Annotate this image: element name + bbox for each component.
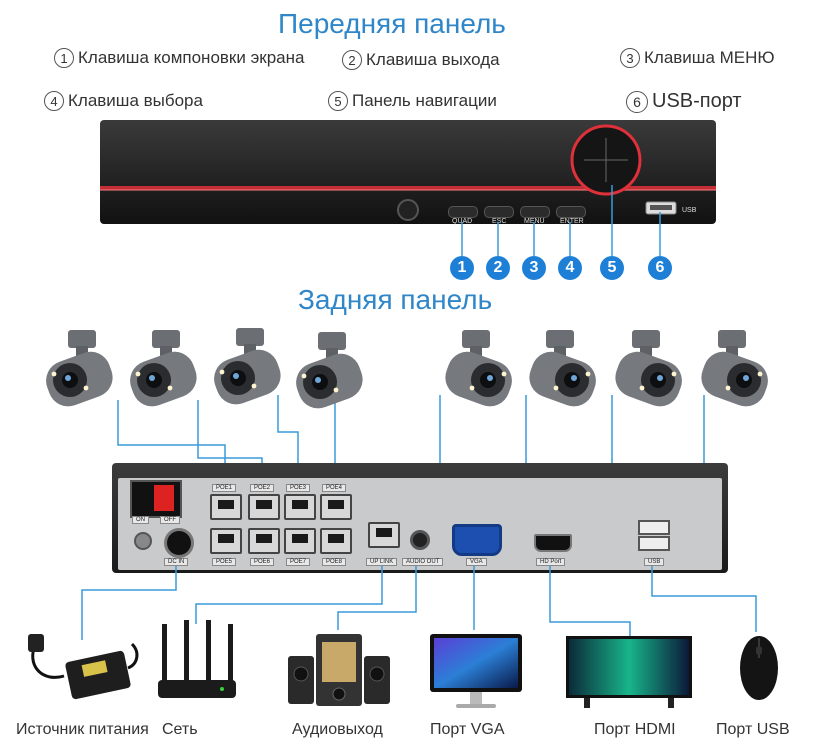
device-label-audio: Аудиовыход <box>292 721 383 739</box>
device-label-usb: Порт USB <box>716 721 790 739</box>
power-adapter-image <box>24 628 144 708</box>
usb-mouse-image <box>734 628 784 708</box>
device-label-power: Источник питания <box>16 721 149 739</box>
router-image <box>152 620 242 710</box>
device-label-network: Сеть <box>162 721 198 739</box>
hdmi-tv-image <box>564 634 694 714</box>
device-label-hdmi: Порт HDMI <box>594 721 676 739</box>
speakers-image <box>284 620 394 710</box>
device-label-vga: Порт VGA <box>430 721 505 739</box>
vga-monitor-image <box>426 630 526 720</box>
